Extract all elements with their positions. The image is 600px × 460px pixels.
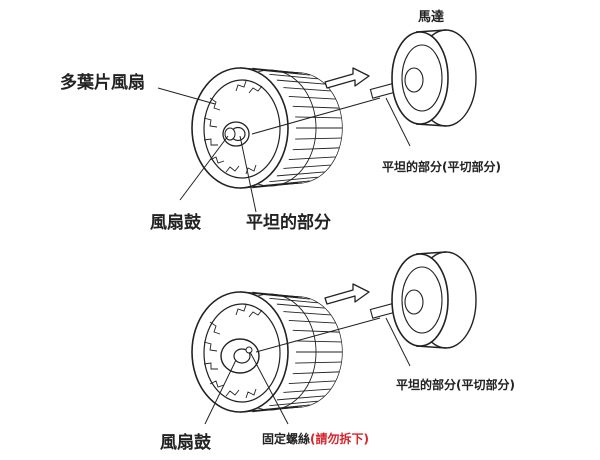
fan-label: 多葉片風扇 <box>60 73 145 93</box>
screw-label: 固定螺絲(請勿拆下) <box>262 430 369 447</box>
bottom-arrow <box>324 283 370 305</box>
set-screw <box>245 346 253 354</box>
motor-label: 馬達 <box>418 10 445 25</box>
bottom-shaft-label: 平坦的部分(平切部分) <box>396 378 515 392</box>
top-flat-label: 平坦的部分 <box>246 213 331 233</box>
bottom-hub-label: 風扇鼓 <box>160 433 211 453</box>
top-shaft <box>251 82 399 135</box>
bottom-motor <box>391 251 477 349</box>
top-arrow <box>324 67 370 89</box>
bottom-shaft <box>255 302 399 353</box>
bottom-fan-wheel <box>191 291 343 413</box>
top-hub-label: 風扇鼓 <box>150 213 201 233</box>
screw-label-text: 固定螺絲 <box>262 432 311 446</box>
top-shaft-label: 平坦的部分(平切部分) <box>382 160 501 174</box>
top-fan-wheel <box>191 67 343 189</box>
top-motor <box>391 29 477 127</box>
screw-warning: (請勿拆下) <box>310 432 369 446</box>
